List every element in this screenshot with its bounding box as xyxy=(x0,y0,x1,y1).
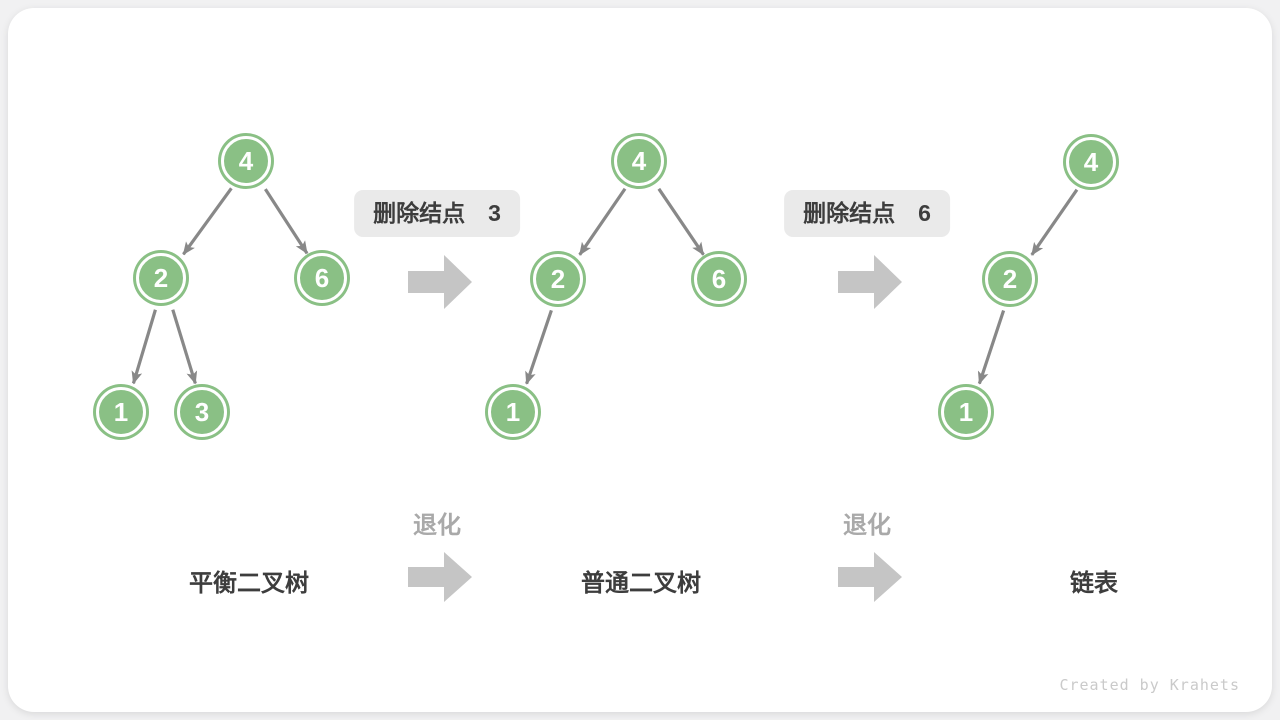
tree-node-t3-1: 1 xyxy=(941,387,991,437)
right-block-arrow-top-1 xyxy=(408,255,472,309)
tree-node-t1-6: 6 xyxy=(297,253,347,303)
tree-edge-t2-4-2 xyxy=(578,187,627,256)
delete-node-3-label: 删除结点 3 xyxy=(354,190,520,238)
credit-watermark: Created by Krahets xyxy=(1059,676,1240,694)
tree-edge-t1-4-2 xyxy=(182,187,233,256)
tree-edge-t1-2-3 xyxy=(171,309,198,385)
degrade-label-1: 退化 xyxy=(413,512,461,539)
tree-node-t3-2: 2 xyxy=(985,254,1035,304)
tree-node-t1-3: 3 xyxy=(177,387,227,437)
stage-title-balanced-binary-tree: 平衡二叉树 xyxy=(189,570,309,597)
tree-edge-t3-4-2 xyxy=(1030,188,1079,256)
tree-edge-t3-2-1 xyxy=(977,309,1006,385)
degrade-label-2: 退化 xyxy=(843,512,891,539)
right-block-arrow-bottom-2 xyxy=(838,552,902,602)
tree-edge-t2-2-1 xyxy=(525,309,553,385)
tree-node-t2-6: 6 xyxy=(694,254,744,304)
diagram-card xyxy=(8,8,1272,712)
delete-node-6-label: 删除结点 6 xyxy=(784,190,950,238)
tree-edge-t2-4-6 xyxy=(657,187,705,256)
tree-node-t1-1: 1 xyxy=(96,387,146,437)
tree-node-t3-4: 4 xyxy=(1066,137,1116,187)
stage-title-ordinary-binary-tree: 普通二叉树 xyxy=(581,570,701,597)
tree-edge-t1-2-1 xyxy=(131,309,157,385)
tree-node-t1-4: 4 xyxy=(221,136,271,186)
right-block-arrow-bottom-1 xyxy=(408,552,472,602)
tree-node-t1-2: 2 xyxy=(136,253,186,303)
tree-edge-t1-4-6 xyxy=(264,188,309,255)
tree-node-t2-1: 1 xyxy=(488,387,538,437)
tree-node-t2-2: 2 xyxy=(533,254,583,304)
right-block-arrow-top-2 xyxy=(838,255,902,309)
tree-node-t2-4: 4 xyxy=(614,136,664,186)
stage-title-linked-list: 链表 xyxy=(1070,570,1118,597)
